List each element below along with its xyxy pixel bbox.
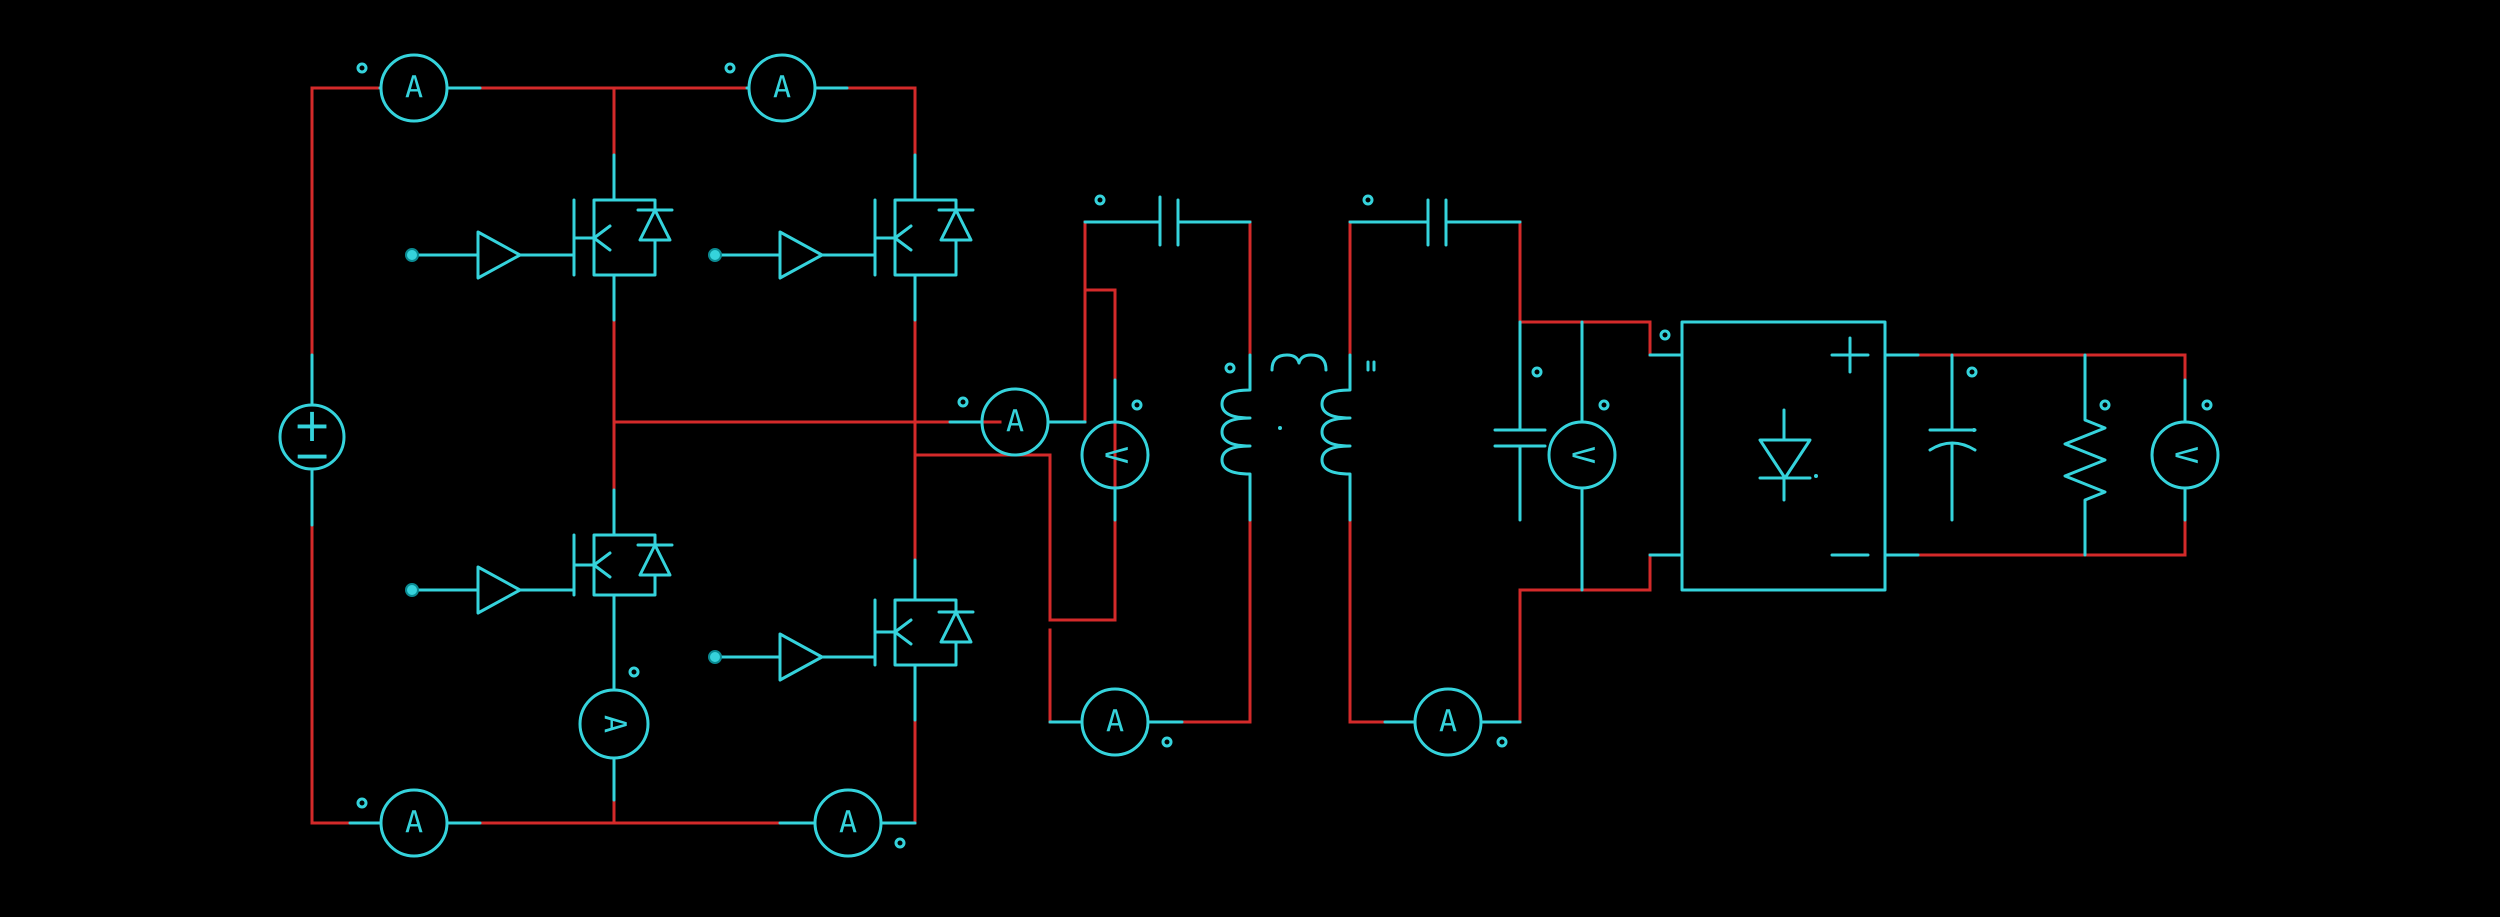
ammeter-leg1-vertical[interactable]: A: [578, 653, 650, 802]
gate-driver[interactable]: [708, 630, 877, 682]
load-resistor[interactable]: [2063, 353, 2111, 557]
wires: [310, 86, 2187, 825]
resonant-capacitor-primary[interactable]: [1083, 194, 1252, 247]
ammeter-label: A: [405, 806, 423, 841]
ammeter-primary-input[interactable]: A: [948, 387, 1087, 457]
ammeter-icon: [379, 53, 449, 123]
transformer[interactable]: [1270, 353, 1376, 522]
ammeter-icon: [578, 688, 650, 760]
voltmeter-secondary[interactable]: V: [1547, 320, 1617, 592]
gate-input-pin[interactable]: [405, 583, 419, 597]
ammeter-bottom-right[interactable]: A: [778, 788, 917, 858]
ammeter-top-right[interactable]: A: [724, 53, 849, 123]
inductor-icon: [1220, 353, 1252, 522]
ammeter-label: A: [597, 715, 632, 733]
gate-driver[interactable]: [405, 563, 576, 615]
mosfet-q3[interactable]: [405, 488, 674, 657]
ammeter-icon: [1080, 687, 1150, 757]
secondary-filter-capacitor[interactable]: [1493, 320, 1547, 522]
dc-voltage-source-icon: [278, 403, 346, 471]
source-minus-sign: −: [293, 428, 332, 482]
ammeter-icon: [747, 53, 817, 123]
mosfet-q4[interactable]: [708, 558, 975, 722]
diode-icon: [636, 543, 674, 587]
voltmeter-label: V: [1565, 446, 1600, 464]
diode-icon: [937, 610, 975, 654]
capacitor-icon: [1083, 198, 1252, 247]
mosfet-icon: [873, 558, 958, 722]
magnetizing-inductor[interactable]: [1220, 353, 1252, 522]
ammeter-icon: [379, 788, 449, 858]
gate-input-pin[interactable]: [405, 248, 419, 262]
ammeter-icon: [1413, 687, 1483, 757]
ammeter-label: A: [1439, 705, 1457, 740]
ammeter-label: A: [1006, 405, 1024, 440]
ammeter-bottom-left[interactable]: A: [348, 788, 482, 858]
resistor-icon: [2063, 353, 2107, 557]
diode-icon: [937, 208, 975, 264]
voltmeter-label: V: [1098, 446, 1133, 464]
voltmeter-label: V: [2168, 446, 2203, 464]
resonant-capacitor-secondary[interactable]: [1348, 194, 1522, 247]
ammeter-top-left[interactable]: A: [356, 53, 482, 123]
ammeter-label: A: [1106, 705, 1124, 740]
ammeter-label: A: [405, 71, 423, 106]
gate-input-pin[interactable]: [708, 650, 722, 664]
capacitor-icon: [1928, 353, 1977, 522]
capacitor-icon: [1493, 320, 1547, 522]
diode-icon: [636, 208, 674, 264]
capacitor-icon: [1348, 198, 1522, 247]
ammeter-label: A: [839, 806, 857, 841]
ammeter-secondary-return[interactable]: A: [1383, 687, 1522, 757]
voltmeter-primary[interactable]: V: [1080, 378, 1150, 522]
voltmeter-icon: [1080, 420, 1150, 490]
rectifier-block[interactable]: [1648, 320, 1920, 592]
source-plus-sign: +: [293, 398, 332, 452]
transformer-icon: [1320, 353, 1352, 522]
voltmeter-icon: [1547, 420, 1617, 490]
mosfet-q1[interactable]: [405, 153, 674, 322]
gate-driver-icon: [476, 230, 522, 280]
ammeter-icon: [980, 387, 1050, 457]
rectifier-plus-terminal: [1830, 336, 1870, 374]
output-capacitor[interactable]: [1928, 353, 1978, 522]
voltmeter-icon: [2150, 420, 2220, 490]
gate-driver-icon: [778, 632, 824, 682]
ammeter-label: A: [773, 71, 791, 106]
mosfet-q2[interactable]: [708, 153, 975, 322]
ammeter-primary-return[interactable]: A: [1048, 687, 1184, 757]
gate-input-pin[interactable]: [708, 248, 722, 262]
gate-driver-icon: [476, 565, 522, 615]
ammeter-icon: [813, 788, 883, 858]
dc-voltage-source[interactable]: + −: [278, 353, 346, 527]
gate-driver[interactable]: [405, 230, 576, 280]
gate-driver-icon: [778, 230, 824, 280]
rectifier-icon: [1758, 408, 1818, 502]
gate-driver[interactable]: [708, 230, 877, 280]
voltmeter-output[interactable]: V: [2150, 378, 2220, 522]
